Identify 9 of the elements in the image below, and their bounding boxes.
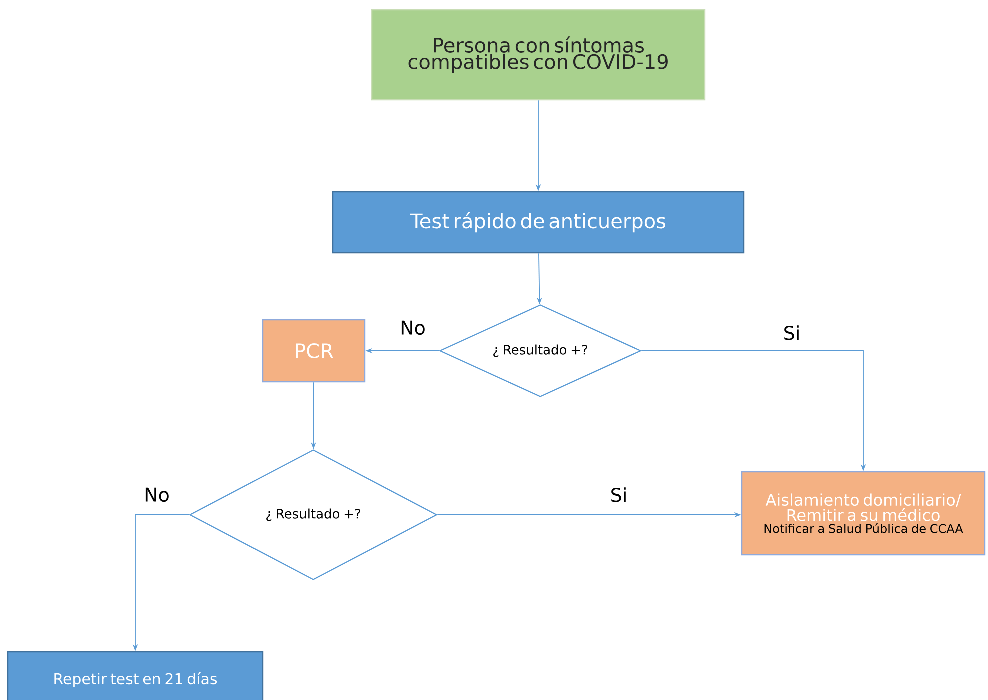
process-box: Aislamiento domiciliario/ Remitir a su médico Notificar a Salud Pública de CCAA [741,471,986,556]
edge-label: Si [782,324,802,342]
edge-label: No [399,320,427,336]
edge-label: Si [609,486,629,504]
process-box: Repetir test en 21 días [7,651,264,700]
edge-label: No [143,486,171,504]
process-box: Persona con síntomas compatibles con COVID-19 [371,9,706,101]
process-box: Test rápido de anticuerpos [332,191,745,254]
process-box: PCR [262,319,366,383]
